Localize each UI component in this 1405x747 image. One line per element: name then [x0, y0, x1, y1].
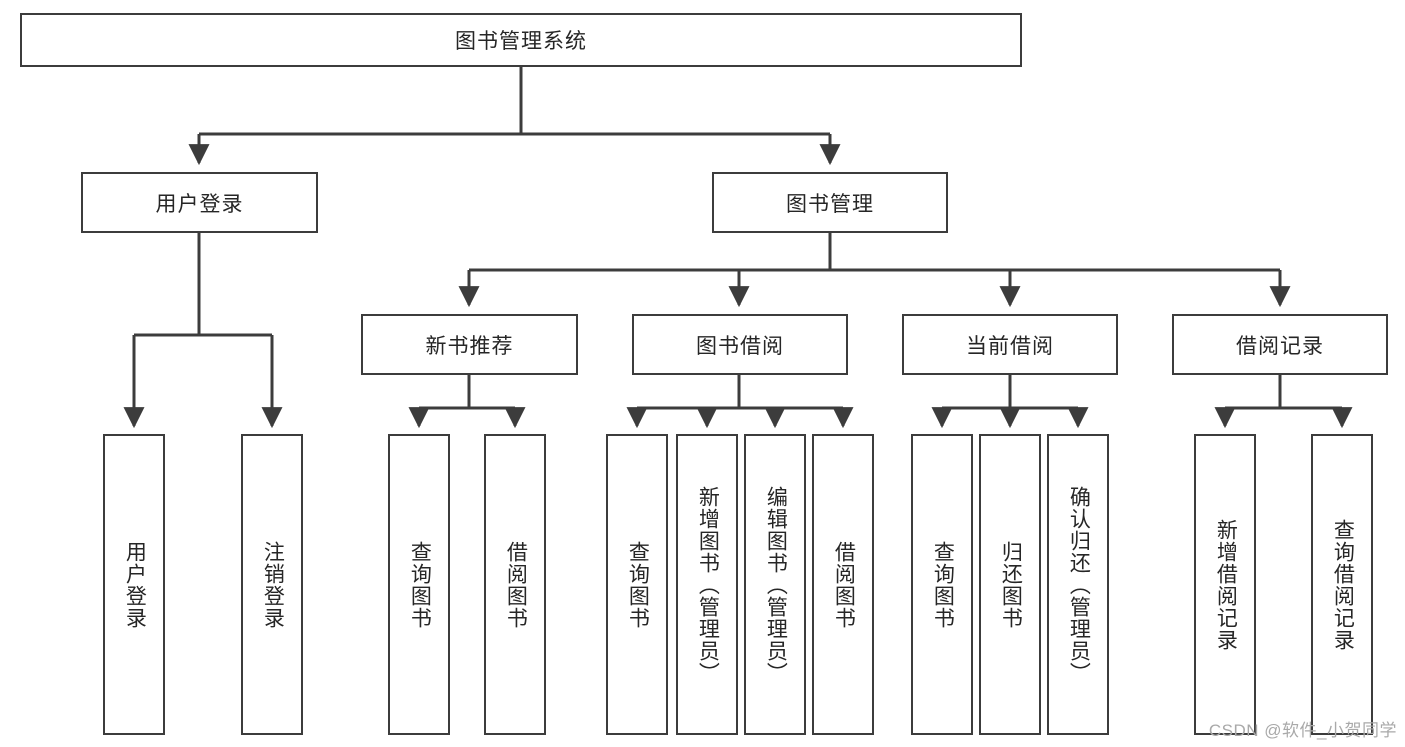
leaf-borrow-record-add[interactable]: 新增借阅记录	[1194, 434, 1256, 735]
node-current-borrow[interactable]: 当前借阅	[902, 314, 1118, 375]
node-label: 图书借阅	[696, 334, 784, 358]
node-label: 用户登录	[123, 540, 147, 629]
node-label: 查询借阅记录	[1331, 518, 1355, 651]
node-label: 编辑图书（管理员）	[764, 485, 788, 684]
node-label: 新增图书（管理员）	[696, 485, 720, 684]
node-label: 图书管理系统	[455, 30, 587, 53]
node-label: 查询图书	[931, 540, 955, 629]
node-label: 查询图书	[626, 540, 650, 629]
node-label: 当前借阅	[966, 334, 1054, 358]
node-label: 用户登录	[155, 192, 244, 216]
node-book-borrow[interactable]: 图书借阅	[632, 314, 848, 375]
node-label: 新书推荐	[425, 334, 514, 358]
node-root-system[interactable]: 图书管理系统	[20, 13, 1022, 67]
leaf-book-borrow-edit[interactable]: 编辑图书（管理员）	[744, 434, 806, 735]
node-label: 图书管理	[786, 192, 874, 216]
leaf-current-borrow-query[interactable]: 查询图书	[911, 434, 973, 735]
node-label: 查询图书	[408, 540, 432, 629]
leaf-borrow-record-query[interactable]: 查询借阅记录	[1311, 434, 1373, 735]
leaf-user-login-logout[interactable]: 注销登录	[241, 434, 303, 735]
leaf-current-borrow-confirm[interactable]: 确认归还（管理员）	[1047, 434, 1109, 735]
leaf-book-borrow-query[interactable]: 查询图书	[606, 434, 668, 735]
node-label: 借阅图书	[504, 540, 528, 629]
node-new-book-recommend[interactable]: 新书推荐	[361, 314, 578, 375]
watermark-text: CSDN @软件_小贺同学	[1208, 721, 1397, 740]
node-borrow-record[interactable]: 借阅记录	[1172, 314, 1388, 375]
node-book-management[interactable]: 图书管理	[712, 172, 948, 233]
leaf-current-borrow-return[interactable]: 归还图书	[979, 434, 1041, 735]
node-label: 确认归还（管理员）	[1067, 485, 1091, 684]
leaf-new-book-query[interactable]: 查询图书	[388, 434, 450, 735]
leaf-user-login-login[interactable]: 用户登录	[103, 434, 165, 735]
leaf-book-borrow-add[interactable]: 新增图书（管理员）	[676, 434, 738, 735]
node-label: 新增借阅记录	[1214, 518, 1238, 651]
node-label: 归还图书	[999, 540, 1023, 629]
node-label: 注销登录	[261, 540, 285, 629]
leaf-new-book-borrow[interactable]: 借阅图书	[484, 434, 546, 735]
leaf-book-borrow-borrow[interactable]: 借阅图书	[812, 434, 874, 735]
node-label: 借阅记录	[1236, 334, 1324, 358]
node-user-login[interactable]: 用户登录	[81, 172, 318, 233]
node-label: 借阅图书	[832, 540, 856, 629]
